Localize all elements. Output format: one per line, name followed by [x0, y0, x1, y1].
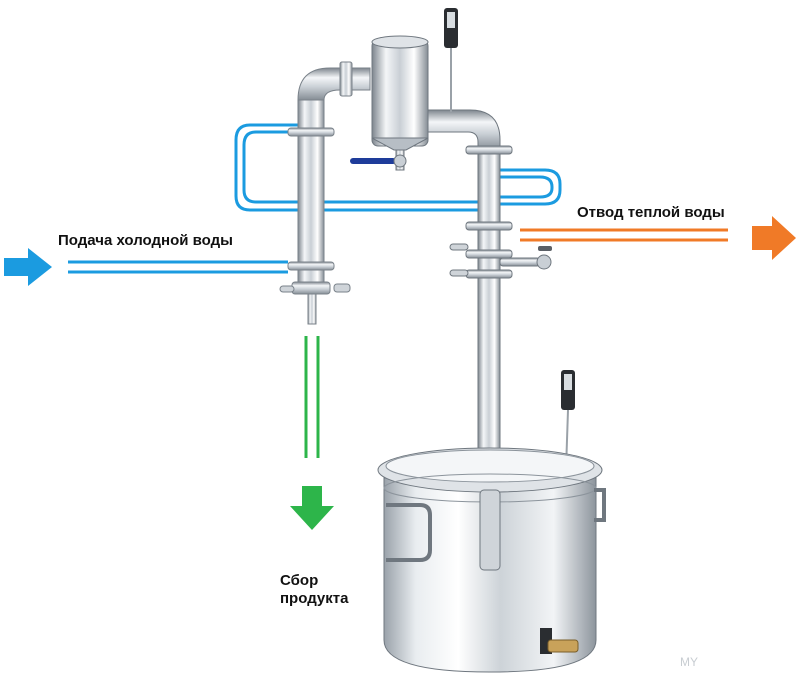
- product-collection-line1: Сбор: [280, 572, 319, 589]
- cold-water-lines: [68, 123, 562, 274]
- product-arrow-icon: [290, 486, 334, 530]
- reflux-vessel: [371, 35, 429, 171]
- warm-water-arrow-icon: [752, 216, 796, 260]
- product-collection-line2: продукта: [280, 590, 349, 607]
- warm-water-lines: [520, 228, 728, 242]
- valve-icon: [350, 154, 407, 168]
- cold-water-arrow-icon: [4, 248, 52, 286]
- warm-water-label: Отвод теплой воды: [577, 204, 725, 221]
- steam-column: [427, 109, 552, 471]
- cold-water-label: Подача холодной воды: [58, 232, 233, 249]
- boiler-tank: [377, 447, 606, 673]
- condenser-column: [279, 61, 371, 325]
- product-lines: [304, 336, 320, 458]
- product-collection-label: Сбор продукта: [280, 572, 348, 608]
- watermark: MY: [680, 655, 698, 669]
- thermometer-icon: [444, 8, 458, 112]
